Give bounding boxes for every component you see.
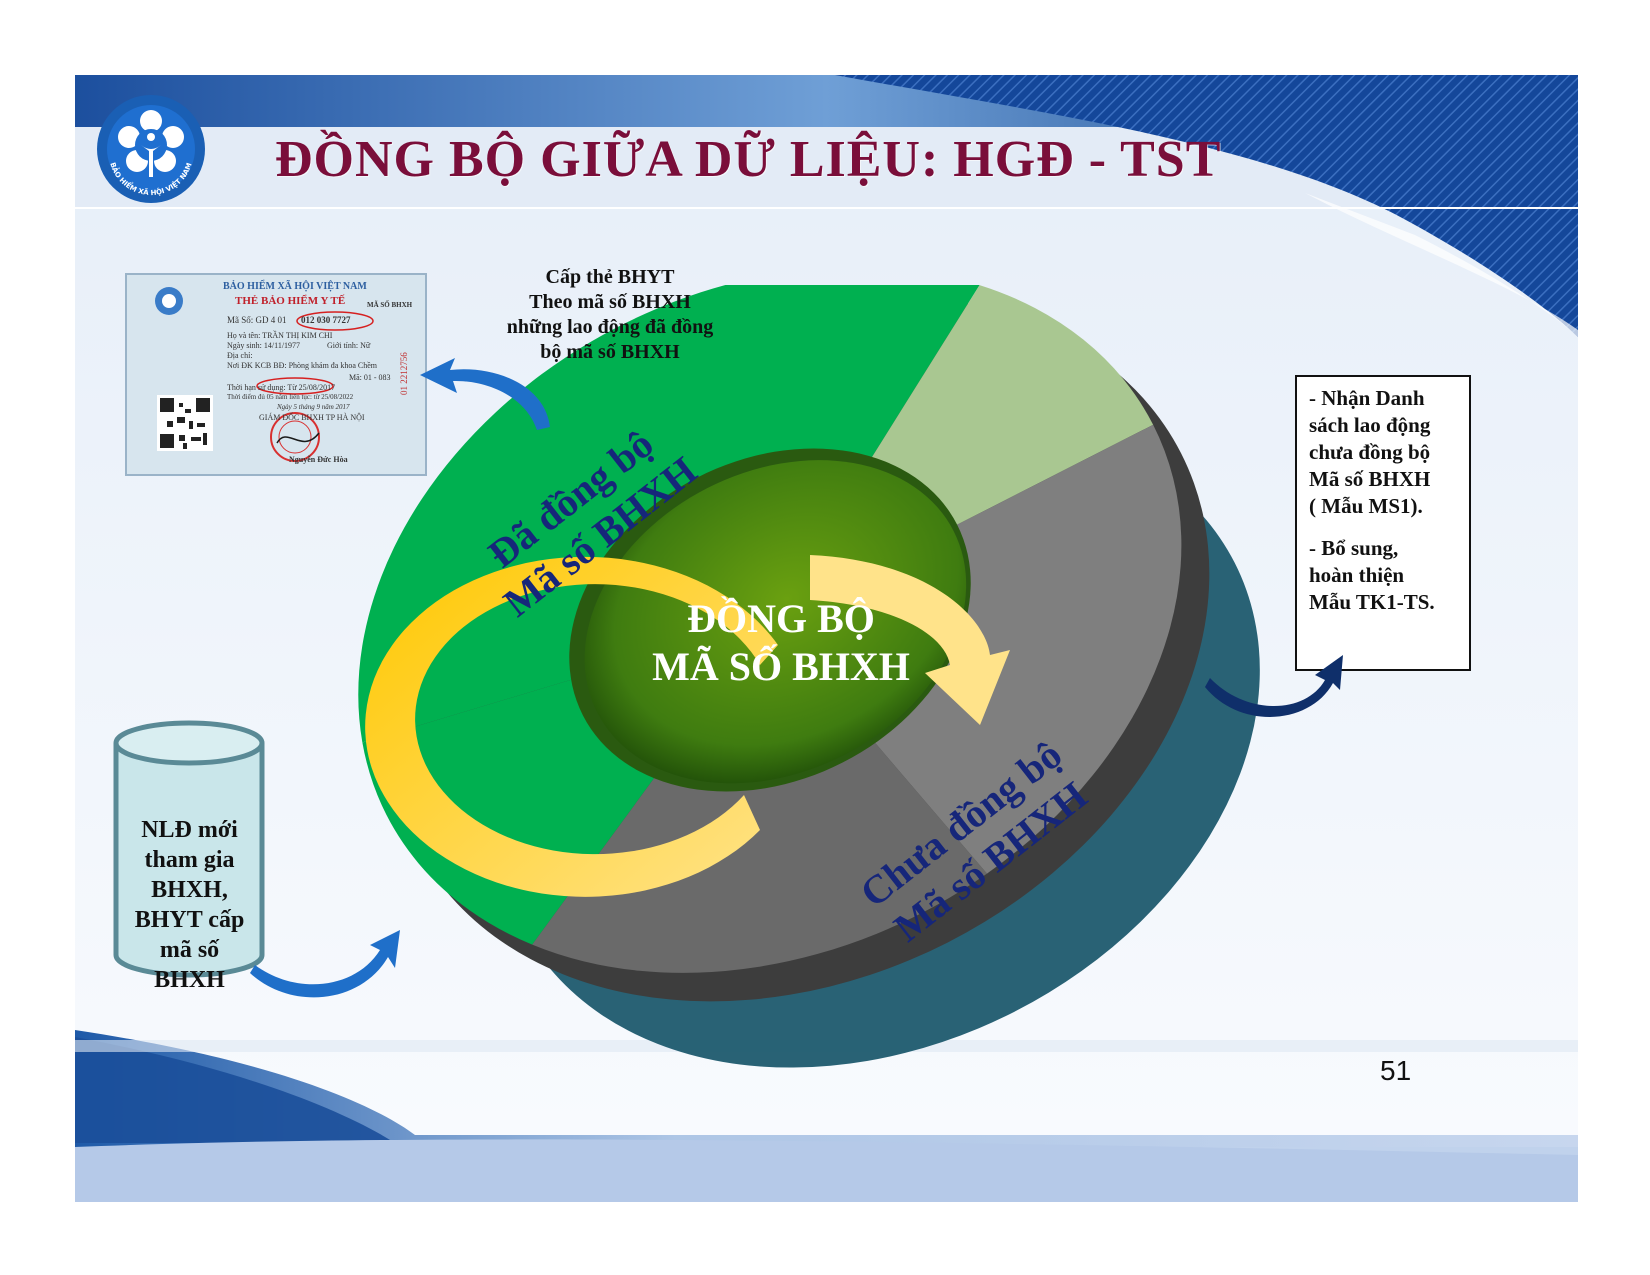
card-code-label: MÃ SỐ BHXH xyxy=(367,301,413,309)
right-note-line6: - Bổ sung, xyxy=(1309,536,1399,560)
center-line1: ĐỒNG BỘ xyxy=(687,596,875,641)
card-signer: Nguyễn Đức Hòa xyxy=(289,455,348,464)
card-ma: Mã: 01 - 083 xyxy=(349,373,391,382)
connector-arrows xyxy=(250,358,1343,998)
right-note-line7: hoàn thiện xyxy=(1309,563,1405,587)
top-note-line4: bộ mã số BHXH xyxy=(540,341,680,363)
card-org: BẢO HIỂM XÃ HỘI VIỆT NAM xyxy=(223,281,367,292)
right-note-item2: - Bổ sung, hoàn thiện Mẫu TK1-TS. xyxy=(1309,535,1457,616)
right-note-line1: - Nhận Danh xyxy=(1309,386,1425,410)
card-type: THẺ BẢO HIỂM Y TẾ xyxy=(235,295,346,307)
right-note-line5: ( Mẫu MS1). xyxy=(1309,494,1423,518)
cycle-arrow-icon xyxy=(365,555,1010,897)
cylinder-line2: tham gia xyxy=(144,847,235,873)
top-note: Cấp thẻ BHYT Theo mã số BHXH những lao đ… xyxy=(460,265,760,365)
cylinder-line6: BHXH xyxy=(154,967,225,993)
top-note-line2: Theo mã số BHXH xyxy=(529,291,691,313)
right-note-box: - Nhận Danh sách lao động chưa đồng bộ M… xyxy=(1295,375,1471,671)
sync-diagram xyxy=(358,285,1260,1068)
insurance-card-image: BẢO HIỂM XÃ HỘI VIỆT NAM THẺ BẢO HIỂM Y … xyxy=(125,273,427,476)
page-number: 51 xyxy=(1380,1055,1412,1086)
card-name: Họ và tên: TRẦN THỊ KIM CHI xyxy=(227,331,333,340)
cylinder-line3: BHXH, xyxy=(151,877,228,903)
card-kcb: Nơi ĐK KCB BĐ: Phòng khám đa khoa Chềm xyxy=(227,361,378,370)
right-note-line4: Mã số BHXH xyxy=(1309,467,1431,491)
slide: BẢO HIỂM XÃ HỘI VIỆT NAM ĐỒNG BỘ GIỮA DỮ… xyxy=(75,75,1578,1202)
card-address: Địa chỉ: xyxy=(227,351,253,360)
card-valid: Thời hạn sử dụng: Từ 25/08/2017 xyxy=(227,383,336,392)
arrow-to-card-icon xyxy=(420,358,550,430)
card-code-number: 012 030 7727 xyxy=(301,315,351,325)
card-graphics xyxy=(127,275,425,474)
card-five-years: Thời điểm đủ 05 năm liên tục: từ 25/08/2… xyxy=(227,393,354,401)
card-date: Ngày 5 tháng 9 năm 2017 xyxy=(277,403,350,411)
top-note-line1: Cấp thẻ BHYT xyxy=(545,266,675,288)
right-note-item1: - Nhận Danh sách lao động chưa đồng bộ M… xyxy=(1309,385,1457,520)
page-title: ĐỒNG BỘ GIỮA DỮ LIỆU: HGĐ - TST xyxy=(275,131,1222,188)
center-label: ĐỒNG BỘ MÃ SỐ BHXH xyxy=(631,595,931,691)
cylinder-line4: BHYT cấp xyxy=(134,907,245,933)
right-note-line3: chưa đồng bộ xyxy=(1309,440,1431,464)
right-note-line8: Mẫu TK1-TS. xyxy=(1309,590,1435,614)
top-note-line3: những lao động đã đồng xyxy=(506,316,714,338)
arrow-to-note-icon xyxy=(1205,655,1343,717)
arrow-from-cylinder-icon xyxy=(250,930,400,998)
cylinder-line5: mã số xyxy=(159,937,220,963)
bhxh-logo-icon: BẢO HIỂM XÃ HỘI VIỆT NAM xyxy=(97,95,205,203)
right-note-line2: sách lao động xyxy=(1309,413,1431,437)
card-dob: Ngày sinh: 14/11/1977 xyxy=(227,341,301,350)
center-line2: MÃ SỐ BHXH xyxy=(652,644,910,689)
card-gender: Giới tính: Nữ xyxy=(327,341,371,350)
center-disc xyxy=(584,460,967,784)
card-code-line: Mã Số: GD 4 01 xyxy=(227,315,287,325)
card-director: GIÁM ĐỐC BHXH TP HÀ NỘI xyxy=(259,413,365,422)
cylinder-label: NLĐ mới tham gia BHXH, BHYT cấp mã số BH… xyxy=(117,815,262,995)
cylinder-line1: NLĐ mới xyxy=(141,817,238,843)
database-cylinder-icon xyxy=(113,720,265,978)
